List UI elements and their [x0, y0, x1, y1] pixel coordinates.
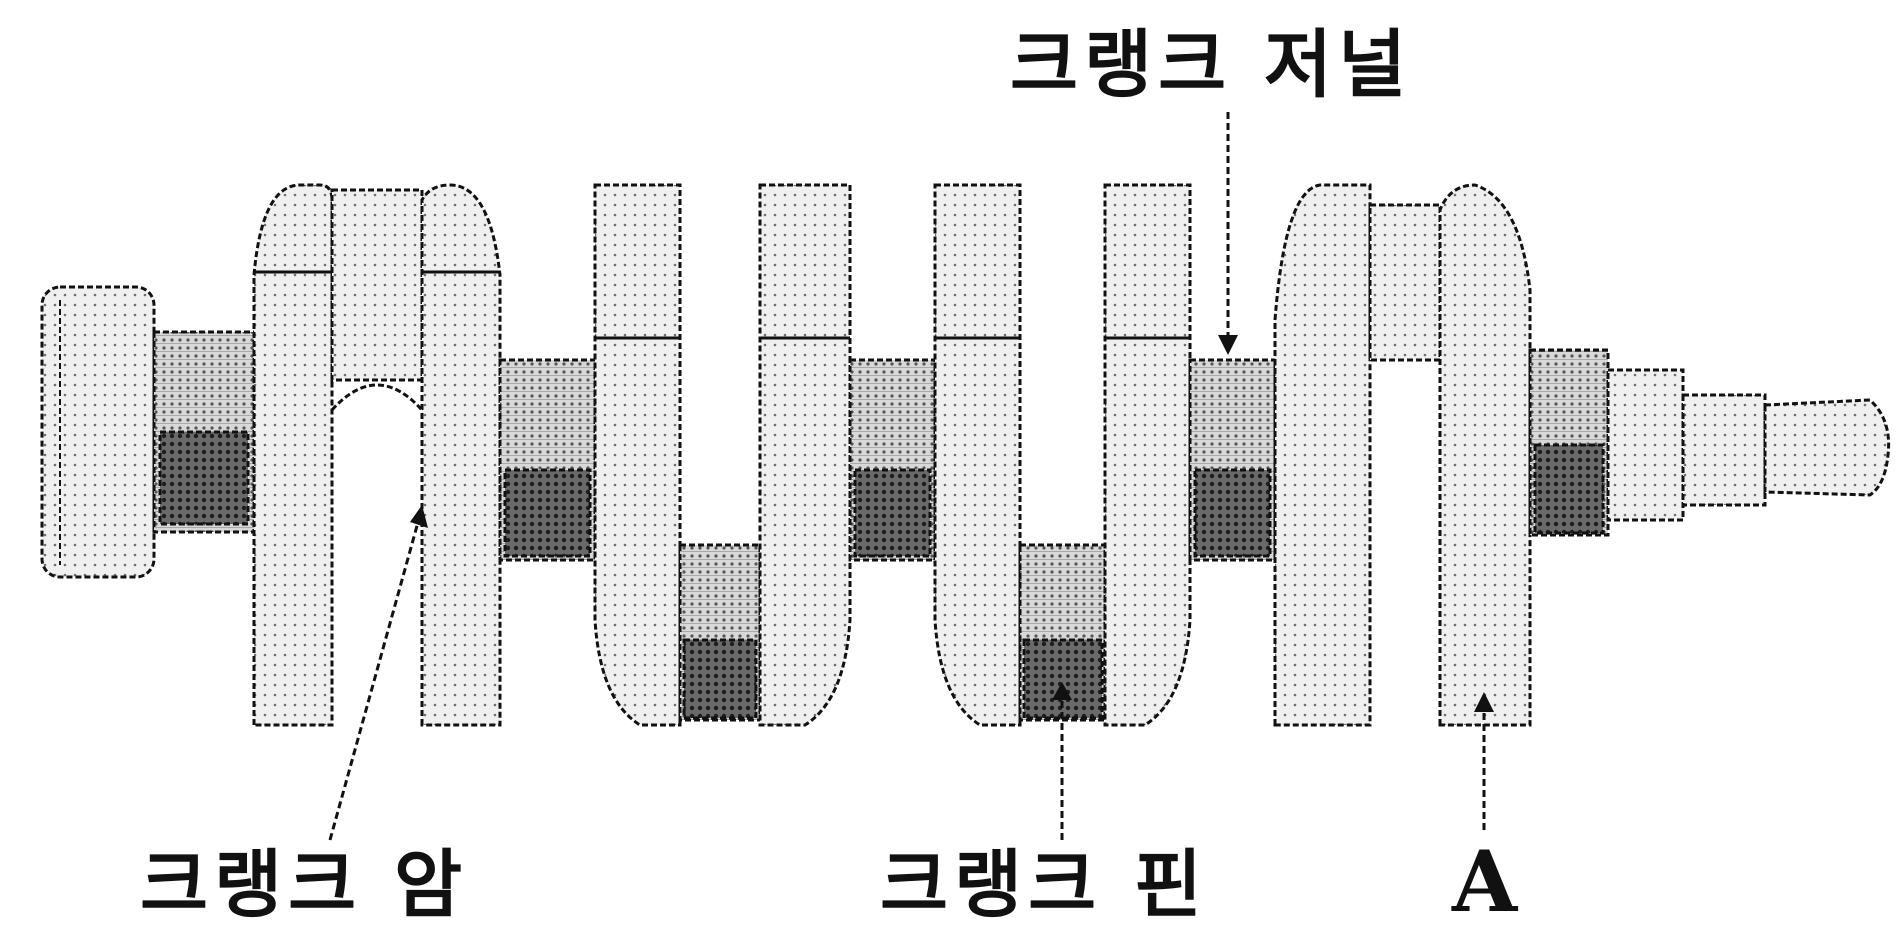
point-a-label: A — [1452, 832, 1518, 931]
crank-arm-1b — [420, 183, 502, 727]
front-flange — [40, 285, 156, 579]
crank-arm-4a — [1273, 183, 1372, 727]
crank-arm-label: 크랭크 암 — [140, 842, 469, 928]
crank-journal-label: 크랭크 저널 — [1010, 22, 1413, 108]
crank-arm-4b — [1438, 183, 1532, 727]
crank-pin-label: 크랭크 핀 — [880, 842, 1209, 928]
leader-lines — [328, 112, 1486, 841]
crank-arm-2a — [593, 183, 682, 727]
crank-arm-3b — [1103, 183, 1192, 727]
rear-shaft-tip — [1763, 398, 1891, 497]
crank-arm-3a — [933, 183, 1022, 727]
rear-shaft-step-2 — [1681, 393, 1767, 507]
crankshaft-body — [40, 183, 1891, 727]
leader-arrowheads — [410, 335, 1494, 712]
leader-crank-arm — [328, 514, 422, 841]
crank-pin-1 — [330, 188, 424, 382]
crank-arm-2b — [758, 183, 852, 727]
main-journal-1-dark — [158, 430, 250, 526]
rear-shaft-step-1 — [1606, 368, 1685, 522]
crank-arm-1a — [252, 183, 334, 727]
crank-pin-4 — [1368, 203, 1442, 362]
